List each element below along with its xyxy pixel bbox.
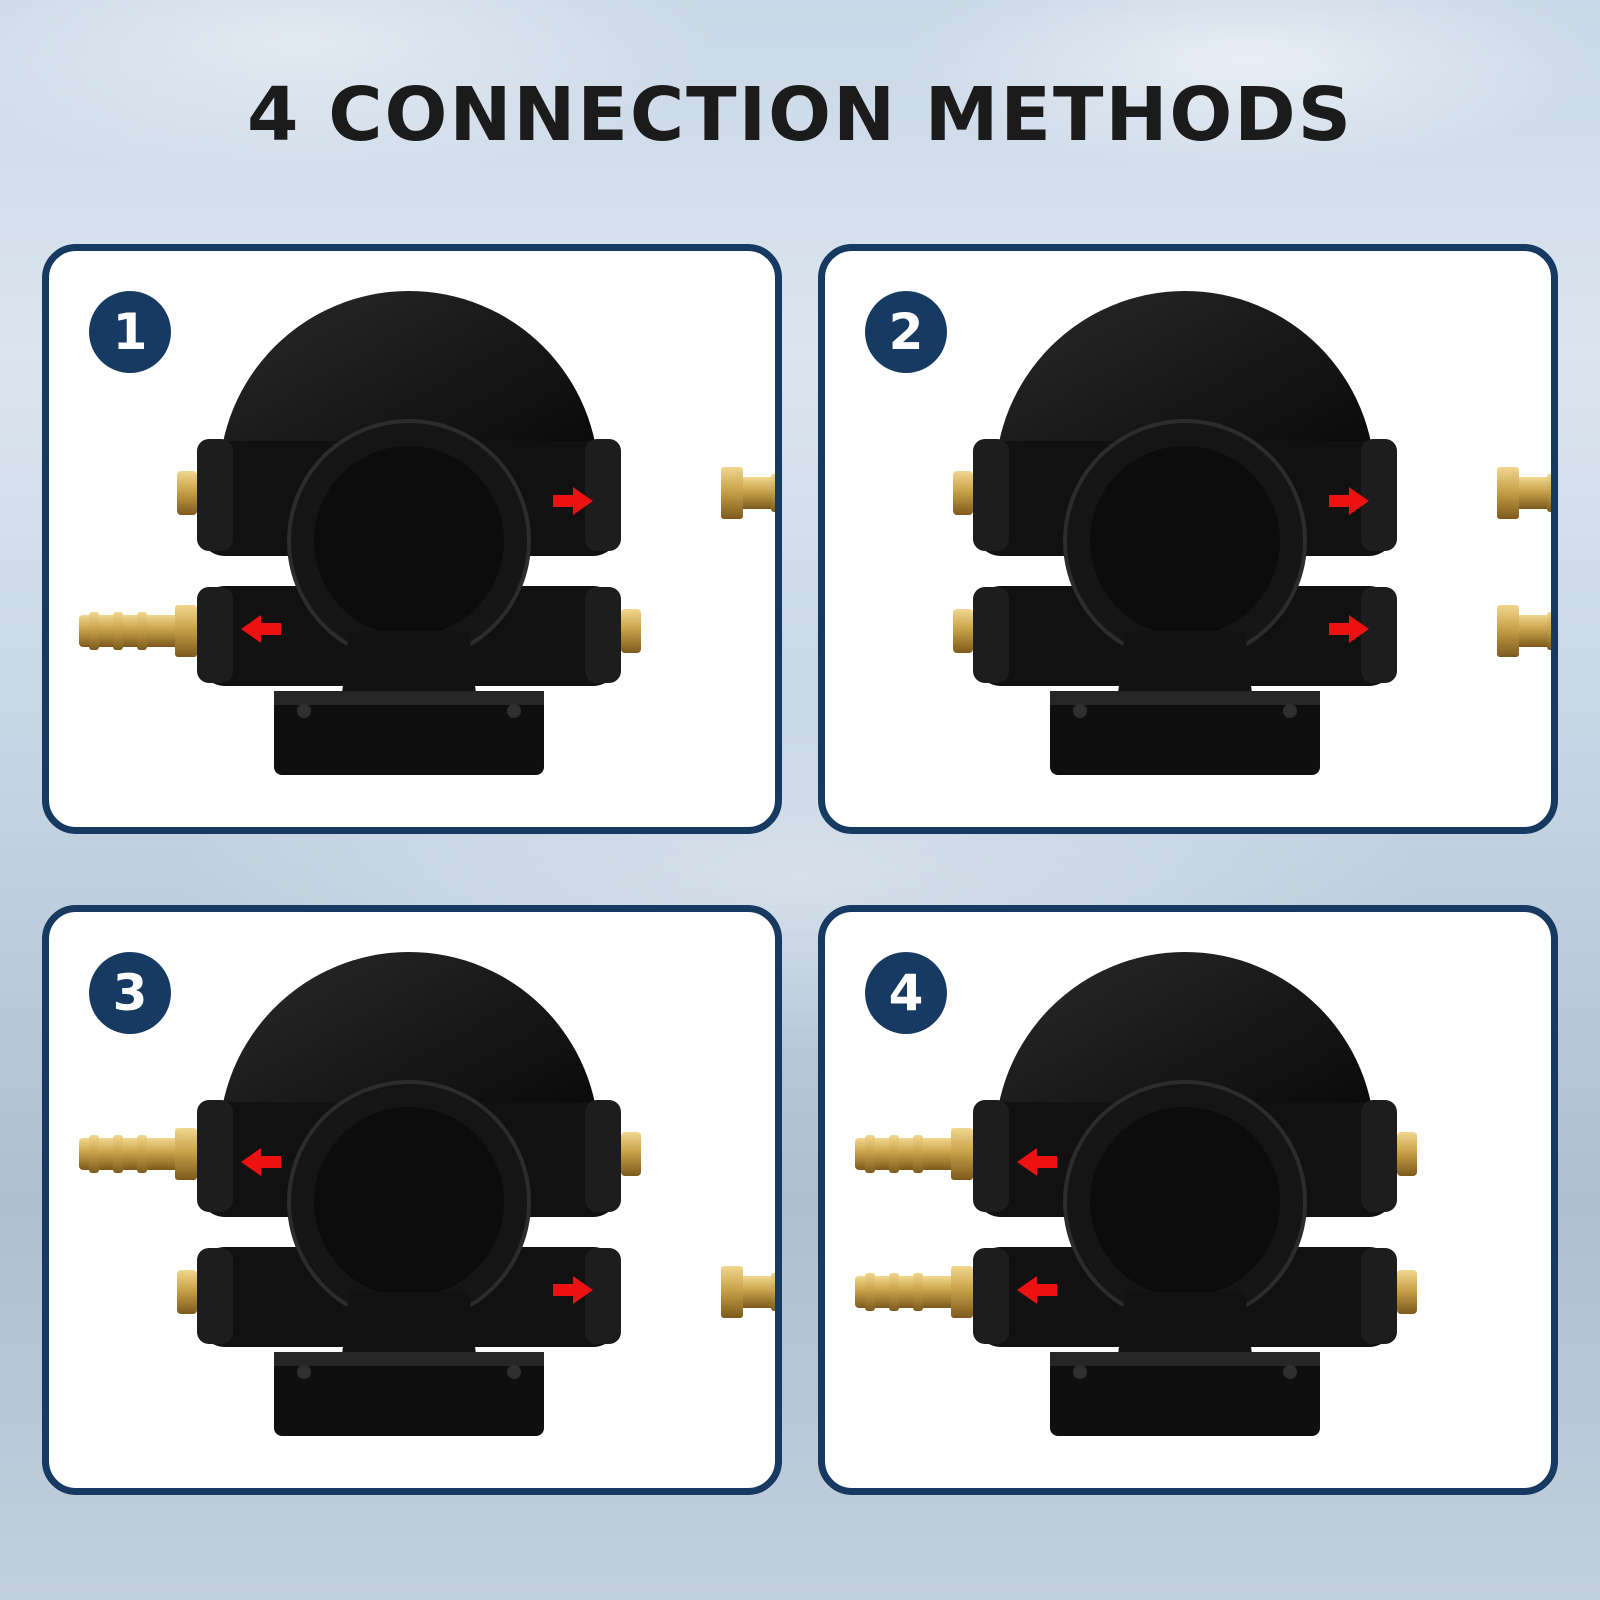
- method-card-4: 4: [818, 905, 1558, 1495]
- brass-barb-icon: [721, 467, 775, 519]
- method-number-badge: 4: [865, 952, 947, 1034]
- method-card-1: 1: [42, 244, 782, 834]
- hex-plug-icon: [621, 609, 641, 653]
- hex-plug-icon: [177, 1270, 197, 1314]
- brass-barb-icon: [1497, 467, 1551, 519]
- brass-barb-icon: [1497, 605, 1551, 657]
- hex-plug-icon: [1397, 1132, 1417, 1176]
- page-title: 4 CONNECTION METHODS: [246, 72, 1354, 158]
- hex-plug-icon: [1397, 1270, 1417, 1314]
- method-number-badge: 1: [89, 291, 171, 373]
- hex-plug-icon: [621, 1132, 641, 1176]
- brass-barb-icon: [855, 1266, 973, 1318]
- brass-barb-icon: [721, 1266, 775, 1318]
- hex-plug-icon: [953, 471, 973, 515]
- method-number-badge: 2: [865, 291, 947, 373]
- brass-barb-icon: [79, 605, 197, 657]
- hex-plug-icon: [177, 471, 197, 515]
- brass-barb-icon: [855, 1128, 973, 1180]
- method-card-2: 2: [818, 244, 1558, 834]
- method-number-badge: 3: [89, 952, 171, 1034]
- brass-barb-icon: [79, 1128, 197, 1180]
- hex-plug-icon: [953, 609, 973, 653]
- method-card-3: 3: [42, 905, 782, 1495]
